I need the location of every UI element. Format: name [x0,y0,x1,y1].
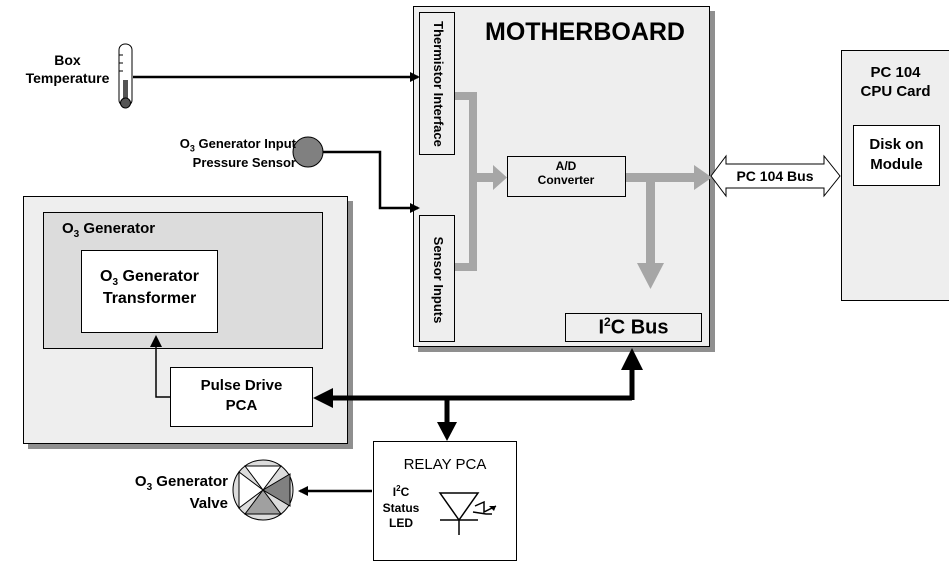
i2c-bus-box [565,313,702,342]
pc104-title: PC 104 CPU Card [860,64,931,100]
i2c-bus-lines [313,348,643,441]
thermometer-icon [118,43,133,109]
pc104-bus-label: PC 104 Bus [736,168,814,184]
pulse-drive-pca-box [170,367,313,427]
o3-transformer-box [81,250,218,333]
motherboard-title: MOTHERBOARD [485,18,685,46]
o3-generator-title: O3 Generator [62,220,156,240]
disk-on-module-label: Disk on Module [869,136,924,173]
diagram-connections [118,43,841,535]
ad-converter-label: A/D Converter [537,159,595,187]
relay-led-label: I2C Status LED [382,484,420,531]
pc104-bus-arrow [710,154,841,198]
o3-transformer-label: O3 Generator Transformer [100,268,199,308]
pressure-sensor-label: O3 Generator Input Pressure Sensor [179,136,296,171]
i2c-bus-label: I2C Bus [598,315,669,339]
box-temperature-label: Box Temperature [25,52,110,86]
ad-converter-box [507,156,626,197]
valve-label: O3 Generator Valve [134,473,228,512]
pressure-signal-line [323,150,420,213]
pulse-drive-pca-label: Pulse Drive PCA [200,377,283,414]
pulse-to-transformer-line [150,335,170,398]
pressure-sensor-icon [292,136,324,168]
internal-data-path [455,92,712,289]
disk-on-module-box [853,125,940,186]
relay-pca-title: RELAY PCA [403,456,487,473]
thermistor-interface-box [419,12,455,155]
valve-icon [232,459,294,521]
led-icon [438,492,497,535]
sensor-inputs-box [419,215,455,342]
